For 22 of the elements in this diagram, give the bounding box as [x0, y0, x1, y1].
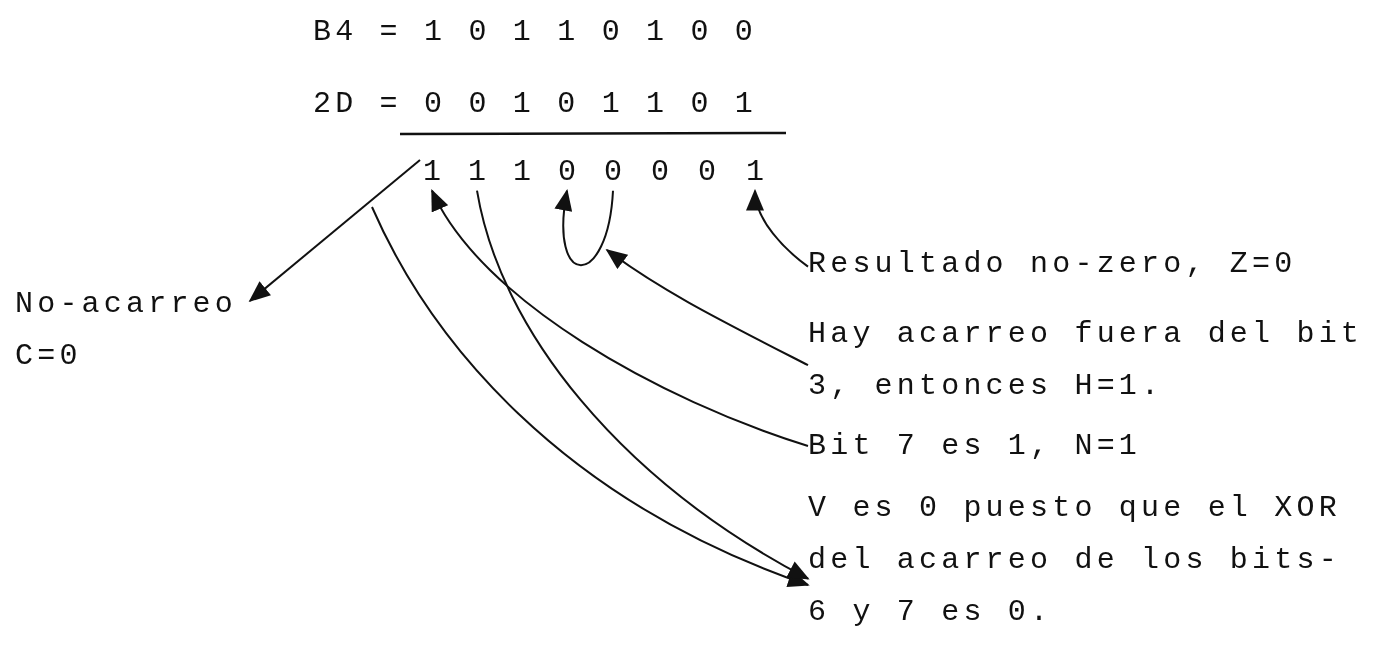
result-digit: 1: [510, 155, 534, 189]
result-digit: 0: [648, 155, 672, 189]
annotation-text: No-acarreo C=0: [15, 278, 265, 382]
annotation-text: Resultado no-zero, Z=0: [808, 238, 1378, 290]
arrow: [747, 188, 809, 268]
result-digit: 1: [420, 155, 444, 189]
result-digit: 0: [695, 155, 719, 189]
result-digit: 0: [601, 155, 625, 189]
binary-number: 2D = 0 0 1 0 1 1 0 1: [313, 86, 758, 123]
arrow: [431, 189, 809, 447]
annotation-text: Bit 7 es 1, N=1: [808, 420, 1368, 472]
arrow: [248, 159, 421, 303]
annotation-text: V es 0 puesto que el XOR del acarreo de los bits- 6 y 7 es 0.: [808, 482, 1368, 638]
result-digit: 1: [465, 155, 489, 189]
arrow: [555, 188, 614, 267]
arrow: [476, 189, 810, 580]
arrow: [371, 206, 810, 587]
binary-number: B4 = 1 0 1 1 0 1 0 0: [313, 14, 758, 51]
result-digit: 1: [743, 155, 767, 189]
annotation-text: Hay acarreo fuera del bit 3, entonces H=1.: [808, 308, 1368, 412]
arrow: [605, 248, 809, 367]
result-digit: 0: [555, 155, 579, 189]
